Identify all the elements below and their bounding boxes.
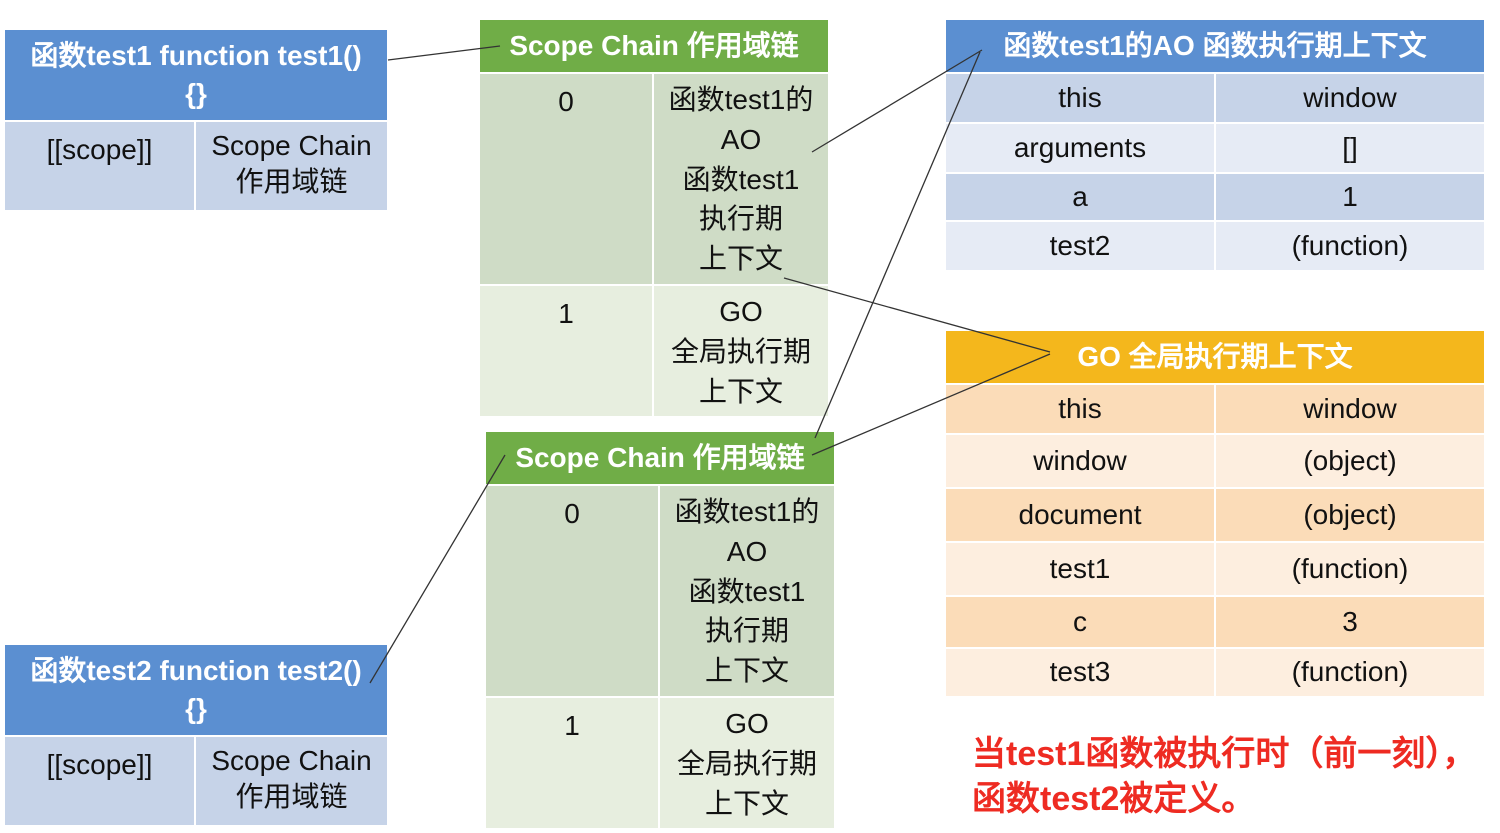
scope-chain-2-value-1: GO 全局执行期 上下文 (660, 698, 834, 828)
go-key-5: test3 (946, 649, 1214, 696)
test1-scope-key: [[scope]] (5, 122, 194, 210)
ao-value-3: (function) (1216, 222, 1484, 270)
go-key-2: document (946, 489, 1214, 541)
ao-value-1: [] (1216, 124, 1484, 172)
ao-value-0: window (1216, 74, 1484, 122)
test2-function-header: 函数test2 function test2() {} (5, 645, 387, 735)
go-value-5: (function) (1216, 649, 1484, 696)
ao-key-3: test2 (946, 222, 1214, 270)
go-key-3: test1 (946, 543, 1214, 595)
test1-function-header: 函数test1 function test1() {} (5, 30, 387, 120)
scope-chain-1-header: Scope Chain 作用域链 (480, 20, 828, 72)
connector-test2-to-scope-chain-2 (369, 454, 506, 684)
ao-key-1: arguments (946, 124, 1214, 172)
go-table-header: GO 全局执行期上下文 (946, 331, 1484, 383)
scope-chain-1-index-0: 0 (480, 74, 652, 284)
ao-key-2: a (946, 174, 1214, 220)
go-key-1: window (946, 435, 1214, 487)
go-key-4: c (946, 597, 1214, 647)
go-key-0: this (946, 385, 1214, 433)
scope-chain-2-value-0: 函数test1的 AO 函数test1 执行期 上下文 (660, 486, 834, 696)
scope-chain-2-index-1: 1 (486, 698, 658, 828)
scope-chain-2-header: Scope Chain 作用域链 (486, 432, 834, 484)
ao-key-0: this (946, 74, 1214, 122)
caption-text: 当test1函数被执行时（前一刻），函数test2被定义。 (972, 735, 1477, 818)
test2-scope-key: [[scope]] (5, 737, 194, 825)
test1-scope-value: Scope Chain 作用域链 (196, 122, 387, 210)
ao-table-header: 函数test1的AO 函数执行期上下文 (946, 20, 1484, 72)
scope-chain-1-index-1: 1 (480, 286, 652, 416)
go-value-4: 3 (1216, 597, 1484, 647)
go-value-2: (object) (1216, 489, 1484, 541)
go-value-3: (function) (1216, 543, 1484, 595)
ao-value-2: 1 (1216, 174, 1484, 220)
test2-scope-value: Scope Chain 作用域链 (196, 737, 387, 825)
go-value-0: window (1216, 385, 1484, 433)
go-value-1: (object) (1216, 435, 1484, 487)
scope-chain-1-value-1: GO 全局执行期 上下文 (654, 286, 828, 416)
scope-chain-2-index-0: 0 (486, 486, 658, 696)
scope-chain-1-value-0: 函数test1的 AO 函数test1 执行期 上下文 (654, 74, 828, 284)
